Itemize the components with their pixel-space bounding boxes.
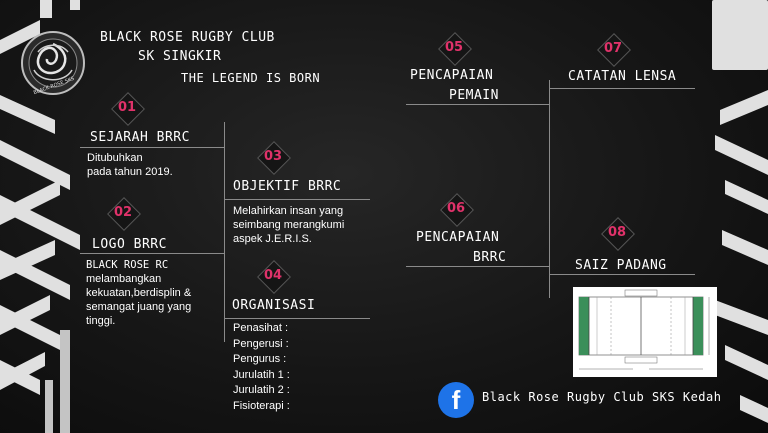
section-title-pencapaian-pemain-2: PEMAIN: [449, 88, 499, 103]
section-body-logo: BLACK ROSE RC melambangkan kekuatan,berd…: [86, 258, 191, 328]
text-line: BLACK ROSE RC: [86, 259, 169, 271]
text-line: pada tahun 2019.: [87, 166, 173, 178]
section-title-catatan-lensa: CATATAN LENSA: [568, 69, 677, 84]
section-title-pencapaian-brrc-2: BRRC: [473, 250, 507, 265]
text-line: kekuatan,berdisplin &: [86, 287, 192, 299]
divider: [80, 253, 225, 254]
list-item: Jurulatih 2 :: [233, 384, 290, 396]
facebook-page-name[interactable]: Black Rose Rugby Club SKS Kedah: [482, 390, 722, 404]
rugby-field-image: [573, 287, 717, 377]
facebook-f-glyph: f: [451, 385, 461, 415]
text-line: aspek J.E.R.I.S.: [233, 233, 312, 245]
section-title-logo: LOGO BRRC: [92, 237, 167, 252]
section-title-organisasi: ORGANISASI: [232, 298, 316, 313]
divider: [225, 318, 370, 319]
divider: [225, 199, 370, 200]
section-body-objektif: Melahirkan insan yang seimbang merangkum…: [233, 204, 344, 246]
badge-02: 02: [113, 205, 133, 220]
facebook-icon[interactable]: f: [438, 382, 474, 418]
text-line: Ditubuhkan: [87, 152, 143, 164]
text-line: tinggi.: [86, 315, 116, 327]
divider: [80, 147, 225, 148]
section-title-pencapaian-brrc: PENCAPAIAN: [416, 230, 500, 245]
school-name: SK SINGKIR: [138, 49, 222, 64]
list-item: Penasihat :: [233, 322, 289, 334]
text-line: semangat juang yang: [86, 301, 192, 313]
section-title-pencapaian-pemain: PENCAPAIAN: [410, 68, 494, 83]
badge-05: 05: [444, 40, 464, 55]
divider: [550, 274, 695, 275]
club-logo: [21, 31, 85, 95]
list-item: Jurulatih 1 :: [233, 368, 290, 381]
badge-07: 07: [603, 41, 623, 56]
divider: [406, 104, 550, 105]
text-line: melambangkan: [86, 273, 162, 285]
club-name: BLACK ROSE RUGBY CLUB: [100, 30, 275, 45]
badge-01: 01: [117, 100, 137, 115]
section-title-saiz-padang: SAIZ PADANG: [575, 258, 667, 273]
rugby-field-diagram: [573, 287, 717, 377]
divider: [550, 88, 695, 89]
organisasi-list: Penasihat : Pengerusi : Pengurus : Jurul…: [233, 321, 290, 414]
tagline: THE LEGEND IS BORN: [181, 71, 321, 85]
badge-03: 03: [263, 149, 283, 164]
section-title-sejarah: SEJARAH BRRC: [90, 130, 190, 145]
divider: [406, 266, 550, 267]
connector-vertical: [549, 80, 550, 298]
text-line: Melahirkan insan yang: [233, 205, 344, 217]
badge-06: 06: [446, 201, 466, 216]
list-item: Pengurus :: [233, 353, 287, 365]
section-title-objektif: OBJEKTIF BRRC: [233, 179, 342, 194]
list-item: Pengerusi :: [233, 337, 289, 350]
badge-08: 08: [607, 225, 627, 240]
connector-vertical: [224, 122, 225, 342]
list-item: Fisioterapi :: [233, 399, 290, 412]
section-body-sejarah: Ditubuhkan pada tahun 2019.: [87, 151, 173, 179]
text-line: seimbang merangkumi: [233, 219, 345, 231]
badge-04: 04: [263, 268, 283, 283]
